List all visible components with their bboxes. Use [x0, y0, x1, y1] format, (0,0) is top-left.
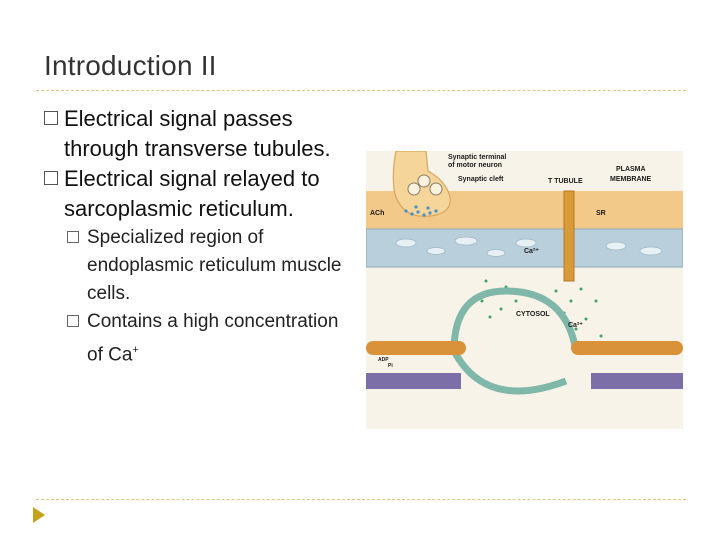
next-arrow-icon[interactable]: [33, 507, 45, 523]
bullet-2: Electrical signal relayed to sarcoplasmi…: [44, 164, 354, 224]
vesicle-icon: [429, 182, 443, 196]
label-ach: ACh: [370, 210, 384, 217]
label-synaptic-terminal-1: Synaptic terminal: [448, 154, 506, 161]
cycle-arrow: [450, 287, 580, 352]
cycle-arrow-lower: [450, 349, 568, 395]
label-adp: ADP: [378, 357, 389, 363]
title-divider: [36, 90, 686, 91]
footer-divider: [36, 499, 686, 500]
vesicle-icon: [417, 174, 431, 188]
label-plasma-membrane-2: MEMBRANE: [610, 176, 652, 183]
sarcoplasmic-reticulum: [366, 228, 683, 268]
sub-bullet-2-text: Contains a high concentration of Ca: [87, 311, 339, 366]
sub-bullet-square-icon: [67, 231, 79, 243]
slide-title: Introduction II: [44, 50, 217, 81]
bullet-1: Electrical signal passes through transve…: [44, 104, 354, 164]
label-synaptic-terminal-2: of motor neuron: [448, 162, 502, 169]
ach-dots: [404, 205, 438, 217]
sub-bullet-2-superscript: +: [132, 344, 139, 356]
bullet-square-icon: [44, 171, 58, 185]
sub-bullet-1: Specialized region of endoplasmic reticu…: [67, 224, 354, 308]
slide-content: Electrical signal passes through transve…: [44, 104, 354, 369]
bullet-square-icon: [44, 111, 58, 125]
label-ca-upper: Ca²⁺: [524, 248, 539, 255]
bullet-1-text: Electrical signal passes through transve…: [64, 106, 331, 161]
excitation-contraction-figure: Synaptic terminal of motor neuron Synapt…: [366, 151, 683, 429]
sr-vesicles: [395, 236, 663, 257]
label-plasma-membrane-1: PLASMA: [616, 166, 646, 173]
actin-filament-left: [366, 341, 466, 355]
bullet-2-text: Electrical signal relayed to sarcoplasmi…: [64, 166, 320, 221]
myosin-filament-left: [366, 373, 461, 389]
actin-filament-right: [571, 341, 683, 355]
t-tubule: [563, 190, 575, 282]
label-cytosol: CYTOSOL: [516, 311, 550, 318]
label-sr: SR: [596, 210, 606, 217]
label-synaptic-cleft: Synaptic cleft: [458, 176, 504, 183]
label-ca-lower: Ca²⁺: [568, 322, 583, 329]
label-t-tubule: T TUBULE: [548, 178, 583, 185]
vesicle-icon: [407, 182, 421, 196]
myosin-filament-right: [591, 373, 683, 389]
sub-bullet-2: Contains a high concentration of Ca+: [67, 308, 354, 369]
sub-bullet-1-text: Specialized region of endoplasmic reticu…: [87, 227, 342, 304]
sub-bullet-square-icon: [67, 315, 79, 327]
label-pi: Pi: [388, 363, 393, 369]
